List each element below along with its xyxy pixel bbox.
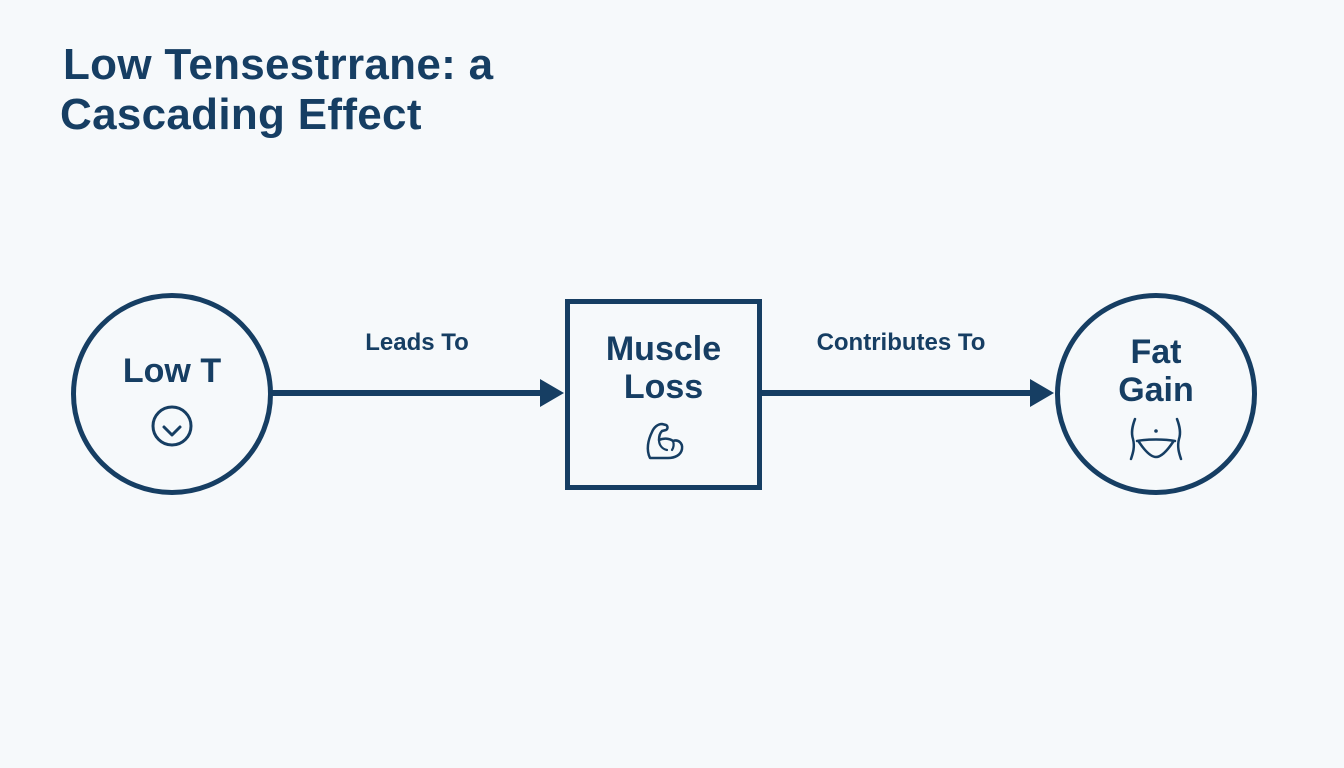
- node-fat-gain-label: Fat Gain: [1118, 333, 1194, 409]
- node-low-t: Low T: [71, 293, 273, 495]
- flexed-bicep-icon: [646, 422, 683, 459]
- node-low-t-label: Low T: [122, 352, 222, 390]
- arrow-leads-to: [272, 379, 564, 407]
- arrow-contributes-to: [761, 379, 1054, 407]
- arrow-down-circle-icon: [151, 405, 193, 447]
- title-line-2: Cascading Effect: [60, 90, 422, 139]
- edge-label-leads-to: Leads To: [365, 329, 469, 356]
- node-muscle-loss-label: Muscle Loss: [605, 329, 722, 406]
- edge-label-contributes-to: Contributes To: [816, 329, 986, 356]
- node-muscle-loss: Muscle Loss: [565, 299, 762, 490]
- node-fat-gain: Fat Gain: [1055, 293, 1257, 495]
- waist-body-icon: [1129, 417, 1183, 461]
- title-line-1: Low Tensestrrane: a: [63, 40, 494, 89]
- diagram-title: Low Tensestrrane: a Cascading Effect: [60, 40, 493, 140]
